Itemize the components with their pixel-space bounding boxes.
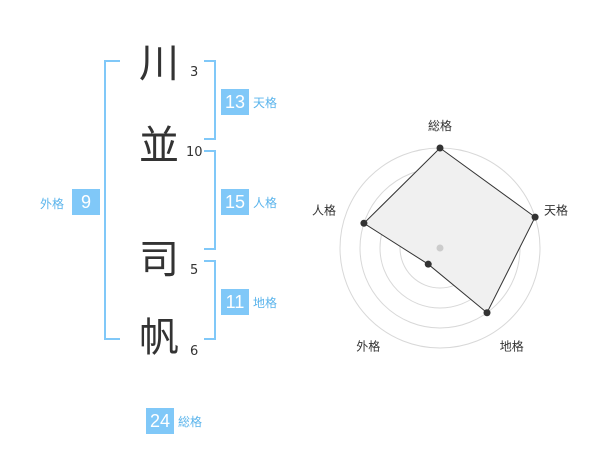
gaikaku-bracket: [104, 60, 120, 340]
chikaku-value: 11: [221, 289, 249, 315]
name-char-1: 川: [139, 41, 179, 87]
radar-point: [424, 260, 432, 268]
name-char-4: 帆: [139, 315, 179, 361]
jinkaku-value: 15: [221, 189, 249, 215]
chikaku-label: 地格: [253, 296, 278, 310]
stroke-count-1: 3: [190, 65, 199, 80]
radar-point: [483, 309, 491, 317]
tenkaku-value: 13: [221, 89, 249, 115]
radar-axis-label: 外格: [356, 339, 380, 354]
jinkaku-bracket: [204, 150, 216, 250]
name-char-2: 並: [139, 123, 179, 169]
gaikaku-value: 9: [72, 189, 100, 215]
radar-point: [531, 213, 539, 221]
soukaku-value: 24: [146, 408, 174, 434]
chikaku-bracket: [204, 260, 216, 340]
stroke-count-3: 5: [190, 263, 199, 278]
radar-points: [360, 144, 539, 317]
radar-center-dot: [436, 244, 444, 252]
tenkaku-bracket: [204, 60, 216, 140]
tenkaku-label: 天格: [253, 96, 278, 110]
radar-polygon: [363, 147, 536, 314]
jinkaku-label: 人格: [253, 196, 278, 210]
radar-axis-label: 総格: [428, 118, 452, 133]
radar-point: [436, 144, 444, 152]
stroke-count-4: 6: [190, 344, 199, 359]
radar-axis-label: 天格: [544, 202, 568, 217]
name-char-3: 司: [139, 237, 179, 283]
radar-point: [360, 219, 368, 227]
gaikaku-label: 外格: [40, 197, 65, 211]
soukaku-label: 総格: [178, 415, 203, 429]
radar-axis-label: 人格: [312, 202, 336, 217]
radar-axis-label: 地格: [500, 339, 524, 354]
stroke-count-2: 10: [186, 145, 203, 160]
